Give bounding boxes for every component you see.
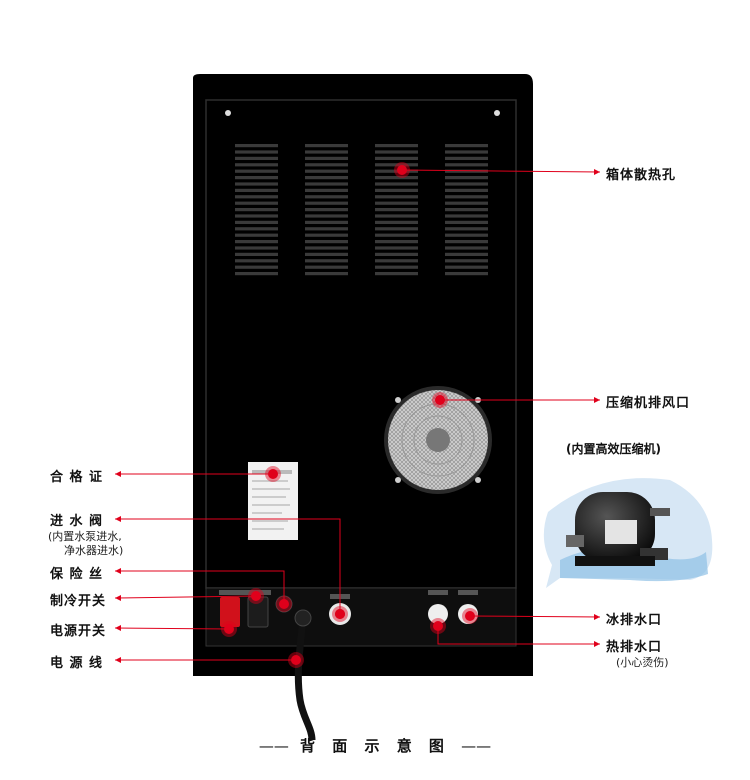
leader-lines bbox=[114, 162, 601, 668]
power-switch[interactable] bbox=[220, 597, 240, 627]
marker-fuse bbox=[276, 596, 292, 612]
label-ice-outlet: 冰排水口 bbox=[606, 613, 663, 628]
leader-arrow-certificate bbox=[115, 471, 121, 477]
hot-outlet-fitting bbox=[428, 604, 448, 624]
leader-line-power-switch bbox=[114, 627, 230, 630]
leader-arrow-power-switch bbox=[115, 625, 121, 631]
caption-dash-right: —— bbox=[461, 737, 492, 755]
leader-arrow-vent bbox=[594, 169, 600, 175]
leader-line-ice-outlet bbox=[469, 615, 601, 618]
leader-line-hot-outlet bbox=[437, 626, 600, 645]
label-vent: 箱体散热孔 bbox=[606, 168, 677, 183]
switch-label-plate bbox=[219, 590, 271, 595]
label-inlet-valve-note-2: 净水器进水) bbox=[64, 544, 124, 557]
compressor-inset bbox=[543, 478, 713, 588]
screw-left bbox=[225, 110, 231, 116]
leader-arrow-cooling-switch bbox=[115, 595, 121, 601]
label-inlet-valve: 进 水 阀 bbox=[50, 514, 104, 529]
marker-ice-outlet bbox=[462, 608, 478, 624]
screw-right bbox=[494, 110, 500, 116]
label-compressor-title: (内置高效压缩机) bbox=[566, 442, 661, 456]
marker-certificate bbox=[265, 466, 281, 482]
marker-vent bbox=[394, 162, 410, 178]
marker-power-cord bbox=[288, 652, 304, 668]
leader-arrow-compressor-exhaust bbox=[594, 397, 600, 403]
leader-line-inlet-valve bbox=[115, 518, 341, 614]
leader-arrow-fuse bbox=[115, 568, 121, 574]
label-inlet-valve-note-1: (内置水泵进水, bbox=[48, 530, 122, 543]
marker-power-switch bbox=[221, 621, 237, 637]
label-fuse: 保 险 丝 bbox=[50, 567, 104, 582]
label-compressor-exhaust: 压缩机排风口 bbox=[606, 396, 691, 411]
leader-arrow-inlet-valve bbox=[115, 516, 121, 522]
leader-arrow-ice-outlet bbox=[594, 614, 600, 620]
label-hot-outlet-note: (小心烫伤) bbox=[616, 656, 669, 669]
marker-cooling-switch bbox=[248, 588, 264, 604]
label-certificate: 合 格 证 bbox=[50, 470, 104, 485]
label-cooling-switch: 制冷开关 bbox=[50, 594, 107, 609]
label-hot-outlet: 热排水口 bbox=[606, 640, 663, 655]
label-power-switch: 电源开关 bbox=[50, 624, 107, 639]
label-power-cord: 电 源 线 bbox=[50, 656, 104, 671]
leader-arrow-power-cord bbox=[115, 657, 121, 663]
leader-line-vent bbox=[401, 169, 601, 173]
diagram-caption: —— 背 面 示 意 图 —— bbox=[0, 735, 750, 756]
exhaust-fan bbox=[384, 386, 492, 494]
marker-hot-outlet bbox=[430, 618, 446, 634]
caption-dash-left: —— bbox=[258, 737, 289, 755]
caption-text: 背 面 示 意 图 bbox=[300, 737, 450, 755]
marker-inlet-valve bbox=[332, 606, 348, 622]
leader-arrow-hot-outlet bbox=[594, 641, 600, 647]
vent-slots bbox=[235, 144, 488, 276]
leader-line-cooling-switch bbox=[114, 595, 257, 599]
leader-line-fuse bbox=[115, 570, 285, 604]
power-cord-wire bbox=[294, 617, 316, 741]
marker-compressor-exhaust bbox=[432, 392, 448, 408]
